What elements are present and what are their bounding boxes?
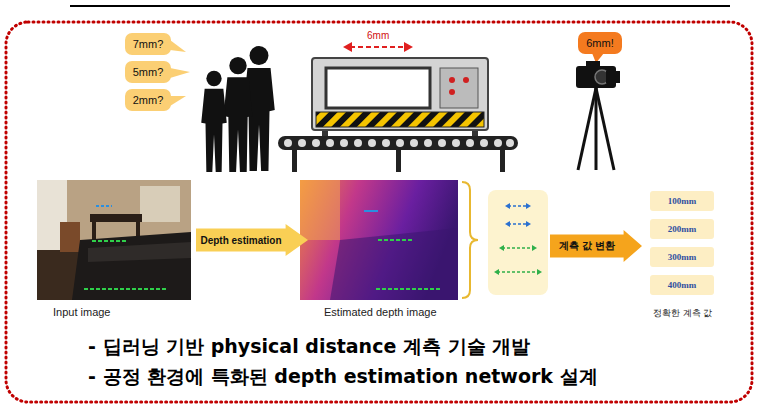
bullet-text: - 딥러닝 기반 physical distance 계측 기술 개발 — [88, 334, 530, 360]
depth-image — [300, 180, 458, 300]
node-text: 400mm — [668, 280, 697, 290]
node-text: Depth estimation — [200, 235, 281, 246]
measure-panel — [488, 190, 548, 295]
speech-bubble: 2mm? — [125, 89, 171, 111]
node-text: 7mm? — [133, 38, 164, 50]
node-text: 300mm — [668, 252, 697, 262]
camera-tripod — [576, 61, 620, 170]
value-box: 300mm — [650, 247, 714, 267]
people-silhouettes — [201, 46, 275, 172]
image-caption: Estimated depth image — [324, 306, 437, 318]
node-text: 200mm — [668, 224, 697, 234]
process-arrow: 계측 값 변환 — [550, 230, 642, 262]
input-photo — [37, 180, 191, 300]
node-text: 6mm! — [586, 37, 614, 49]
process-arrow: Depth estimation — [196, 224, 308, 256]
image-caption: Input image — [53, 306, 110, 318]
node-text: 100mm — [668, 196, 697, 206]
node-text: 5mm? — [133, 66, 164, 78]
speech-bubble: 5mm? — [125, 61, 171, 83]
bullet-text: - 공정 환경에 특화된 depth estimation network 설계 — [88, 364, 598, 390]
bracket — [462, 182, 478, 298]
result-caption: 정확한 계측 값 — [653, 307, 712, 320]
value-box: 400mm — [650, 275, 714, 295]
dotted-frame — [6, 22, 752, 402]
node-text: 2mm? — [133, 94, 164, 106]
speech-bubble: 7mm? — [125, 33, 171, 55]
speech-bubble: 6mm! — [578, 32, 622, 54]
dimension-label: 6mm — [367, 30, 389, 41]
value-box: 200mm — [650, 219, 714, 239]
node-text: 계측 값 변환 — [559, 239, 615, 253]
dimension-arrow — [343, 42, 413, 52]
top-rule — [70, 5, 730, 7]
value-box: 100mm — [650, 191, 714, 211]
machine — [312, 58, 488, 138]
conveyor — [278, 136, 518, 172]
